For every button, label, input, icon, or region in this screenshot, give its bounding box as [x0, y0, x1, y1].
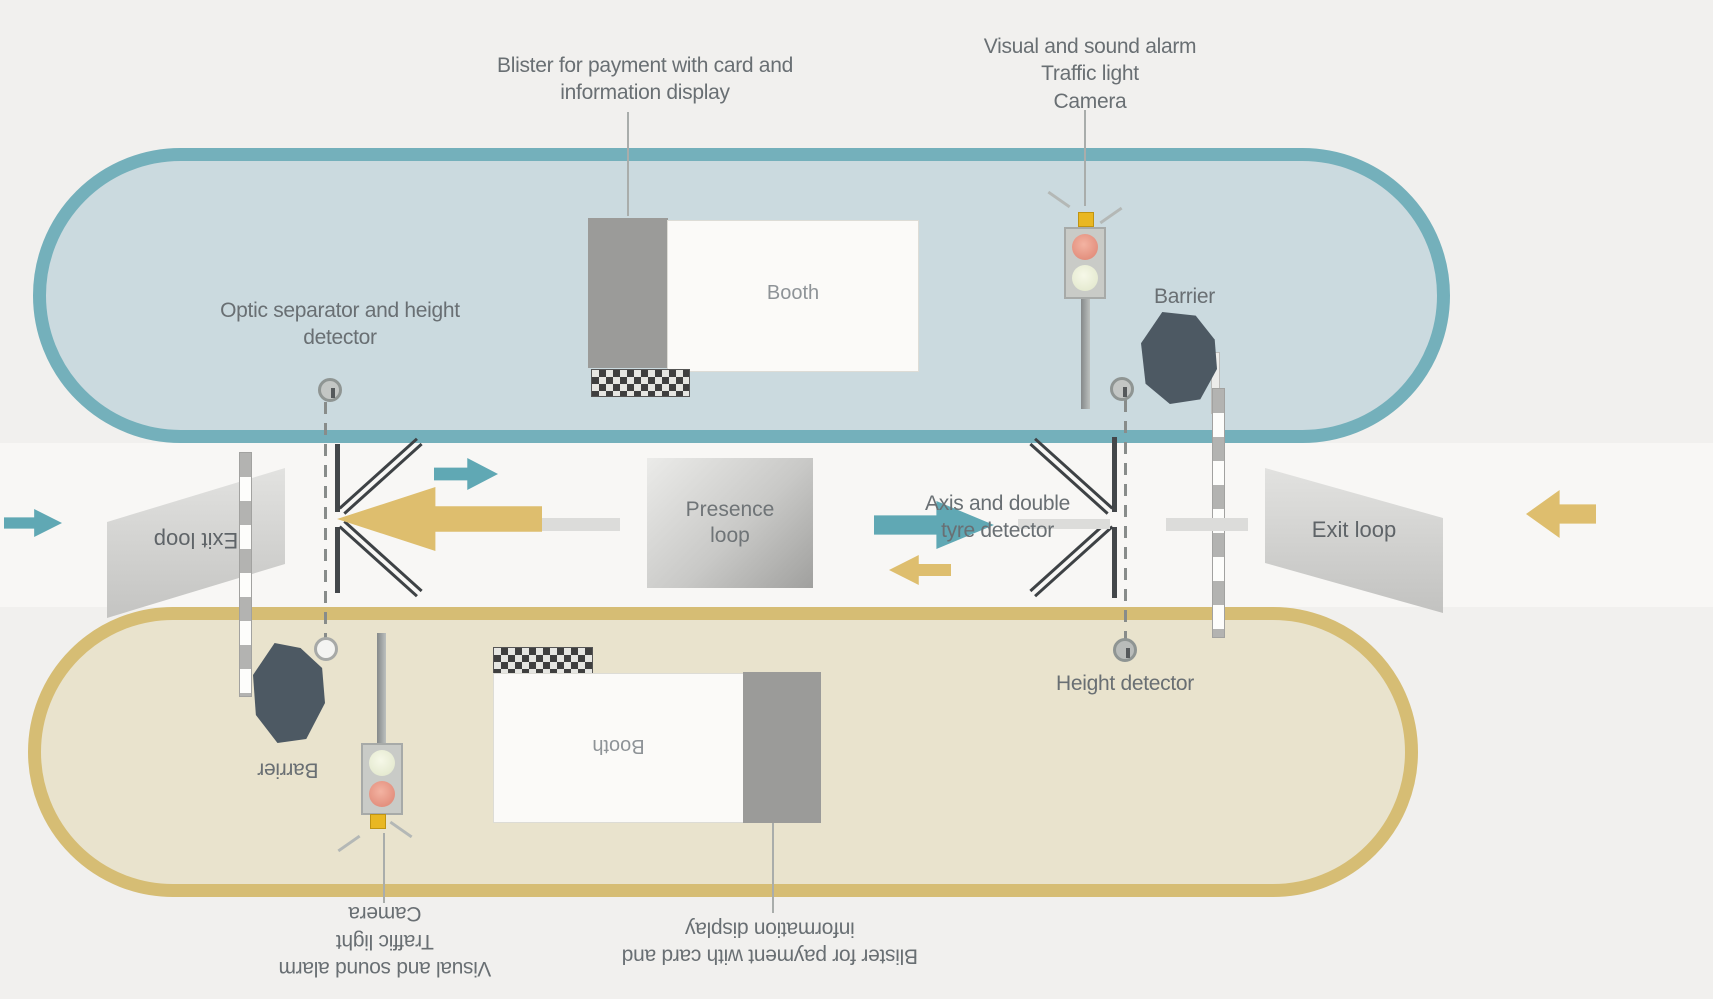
height-detector-head-icon-bottom-right: [1113, 638, 1137, 662]
traffic-light-pole-bottom: [377, 633, 386, 745]
payment-blister-top: [588, 218, 668, 368]
traffic-light-icon-top: [1064, 227, 1106, 299]
optic-sensor-bar-right-lower: [1112, 527, 1117, 598]
safety-checker-strip-top: [591, 369, 690, 397]
exit-loop-label-right: Exit loop: [1311, 517, 1397, 542]
traffic-light-icon-bottom: [361, 743, 403, 815]
red-light-icon: [369, 781, 395, 807]
height-detector-head-icon-top-left: [318, 378, 342, 402]
green-light-icon: [369, 750, 395, 776]
sound-alarm-beacon-icon: [1078, 212, 1094, 227]
alarm-label-top: Visual and sound alarm Traffic light Cam…: [983, 35, 1197, 113]
optic-sensor-bar-right-upper: [1112, 437, 1117, 512]
exit-loop-label-left: Exit loop: [153, 528, 239, 553]
booth-label-top: Booth: [766, 282, 820, 304]
blister-label-bottom: Blister for payment with card and inform…: [622, 917, 918, 968]
barrier-arm-left: [239, 452, 252, 697]
optic-beam-dashed-line-left: [324, 402, 327, 650]
optic-separator-head-icon-bottom-left: [314, 637, 338, 661]
presence-loop: Presence loop: [647, 458, 813, 588]
optic-sensor-bar-left-upper: [335, 444, 340, 512]
blister-label-top: Blister for payment with card and inform…: [497, 54, 793, 105]
blister-leader-line-top: [627, 112, 629, 216]
barrier-arm-right: [1212, 388, 1225, 638]
payment-blister-bottom: [743, 672, 821, 823]
barrier-label-bottom: Barrier: [257, 758, 319, 782]
barrier-label-top: Barrier: [1154, 285, 1215, 308]
axis-detector-label: Axis and double tyre detector: [925, 492, 1070, 543]
booth-label-bottom: Booth: [592, 735, 645, 757]
optic-sensor-bar-left-lower: [335, 527, 340, 593]
height-detector-label: Height detector: [1056, 672, 1194, 695]
optic-beam-dashed-line-right: [1124, 400, 1127, 640]
alarm-leader-line-top: [1084, 110, 1086, 206]
optic-separator-label-top: Optic separator and height detector: [220, 299, 460, 350]
loop-wire-bar: [538, 518, 620, 531]
barrier-arm-crossbar-right: [1166, 518, 1248, 531]
sound-alarm-beacon-icon: [370, 814, 386, 829]
blister-leader-line-bottom: [772, 823, 774, 913]
alarm-leader-line-bottom: [383, 833, 385, 903]
height-detector-head-icon-top-right: [1110, 377, 1134, 401]
barrier-housing-icon-top: [1141, 312, 1217, 404]
safety-checker-strip-bottom: [493, 647, 593, 675]
bottom-island: [28, 607, 1418, 897]
alarm-label-bottom: Visual and sound alarm Traffic light Cam…: [278, 902, 492, 980]
red-light-icon: [1072, 234, 1098, 260]
traffic-light-pole-top: [1081, 297, 1090, 409]
axis-detector-bar: [1018, 519, 1110, 529]
green-light-icon: [1072, 265, 1098, 291]
booth-bottom: [493, 673, 744, 823]
booth-top: [667, 220, 919, 372]
